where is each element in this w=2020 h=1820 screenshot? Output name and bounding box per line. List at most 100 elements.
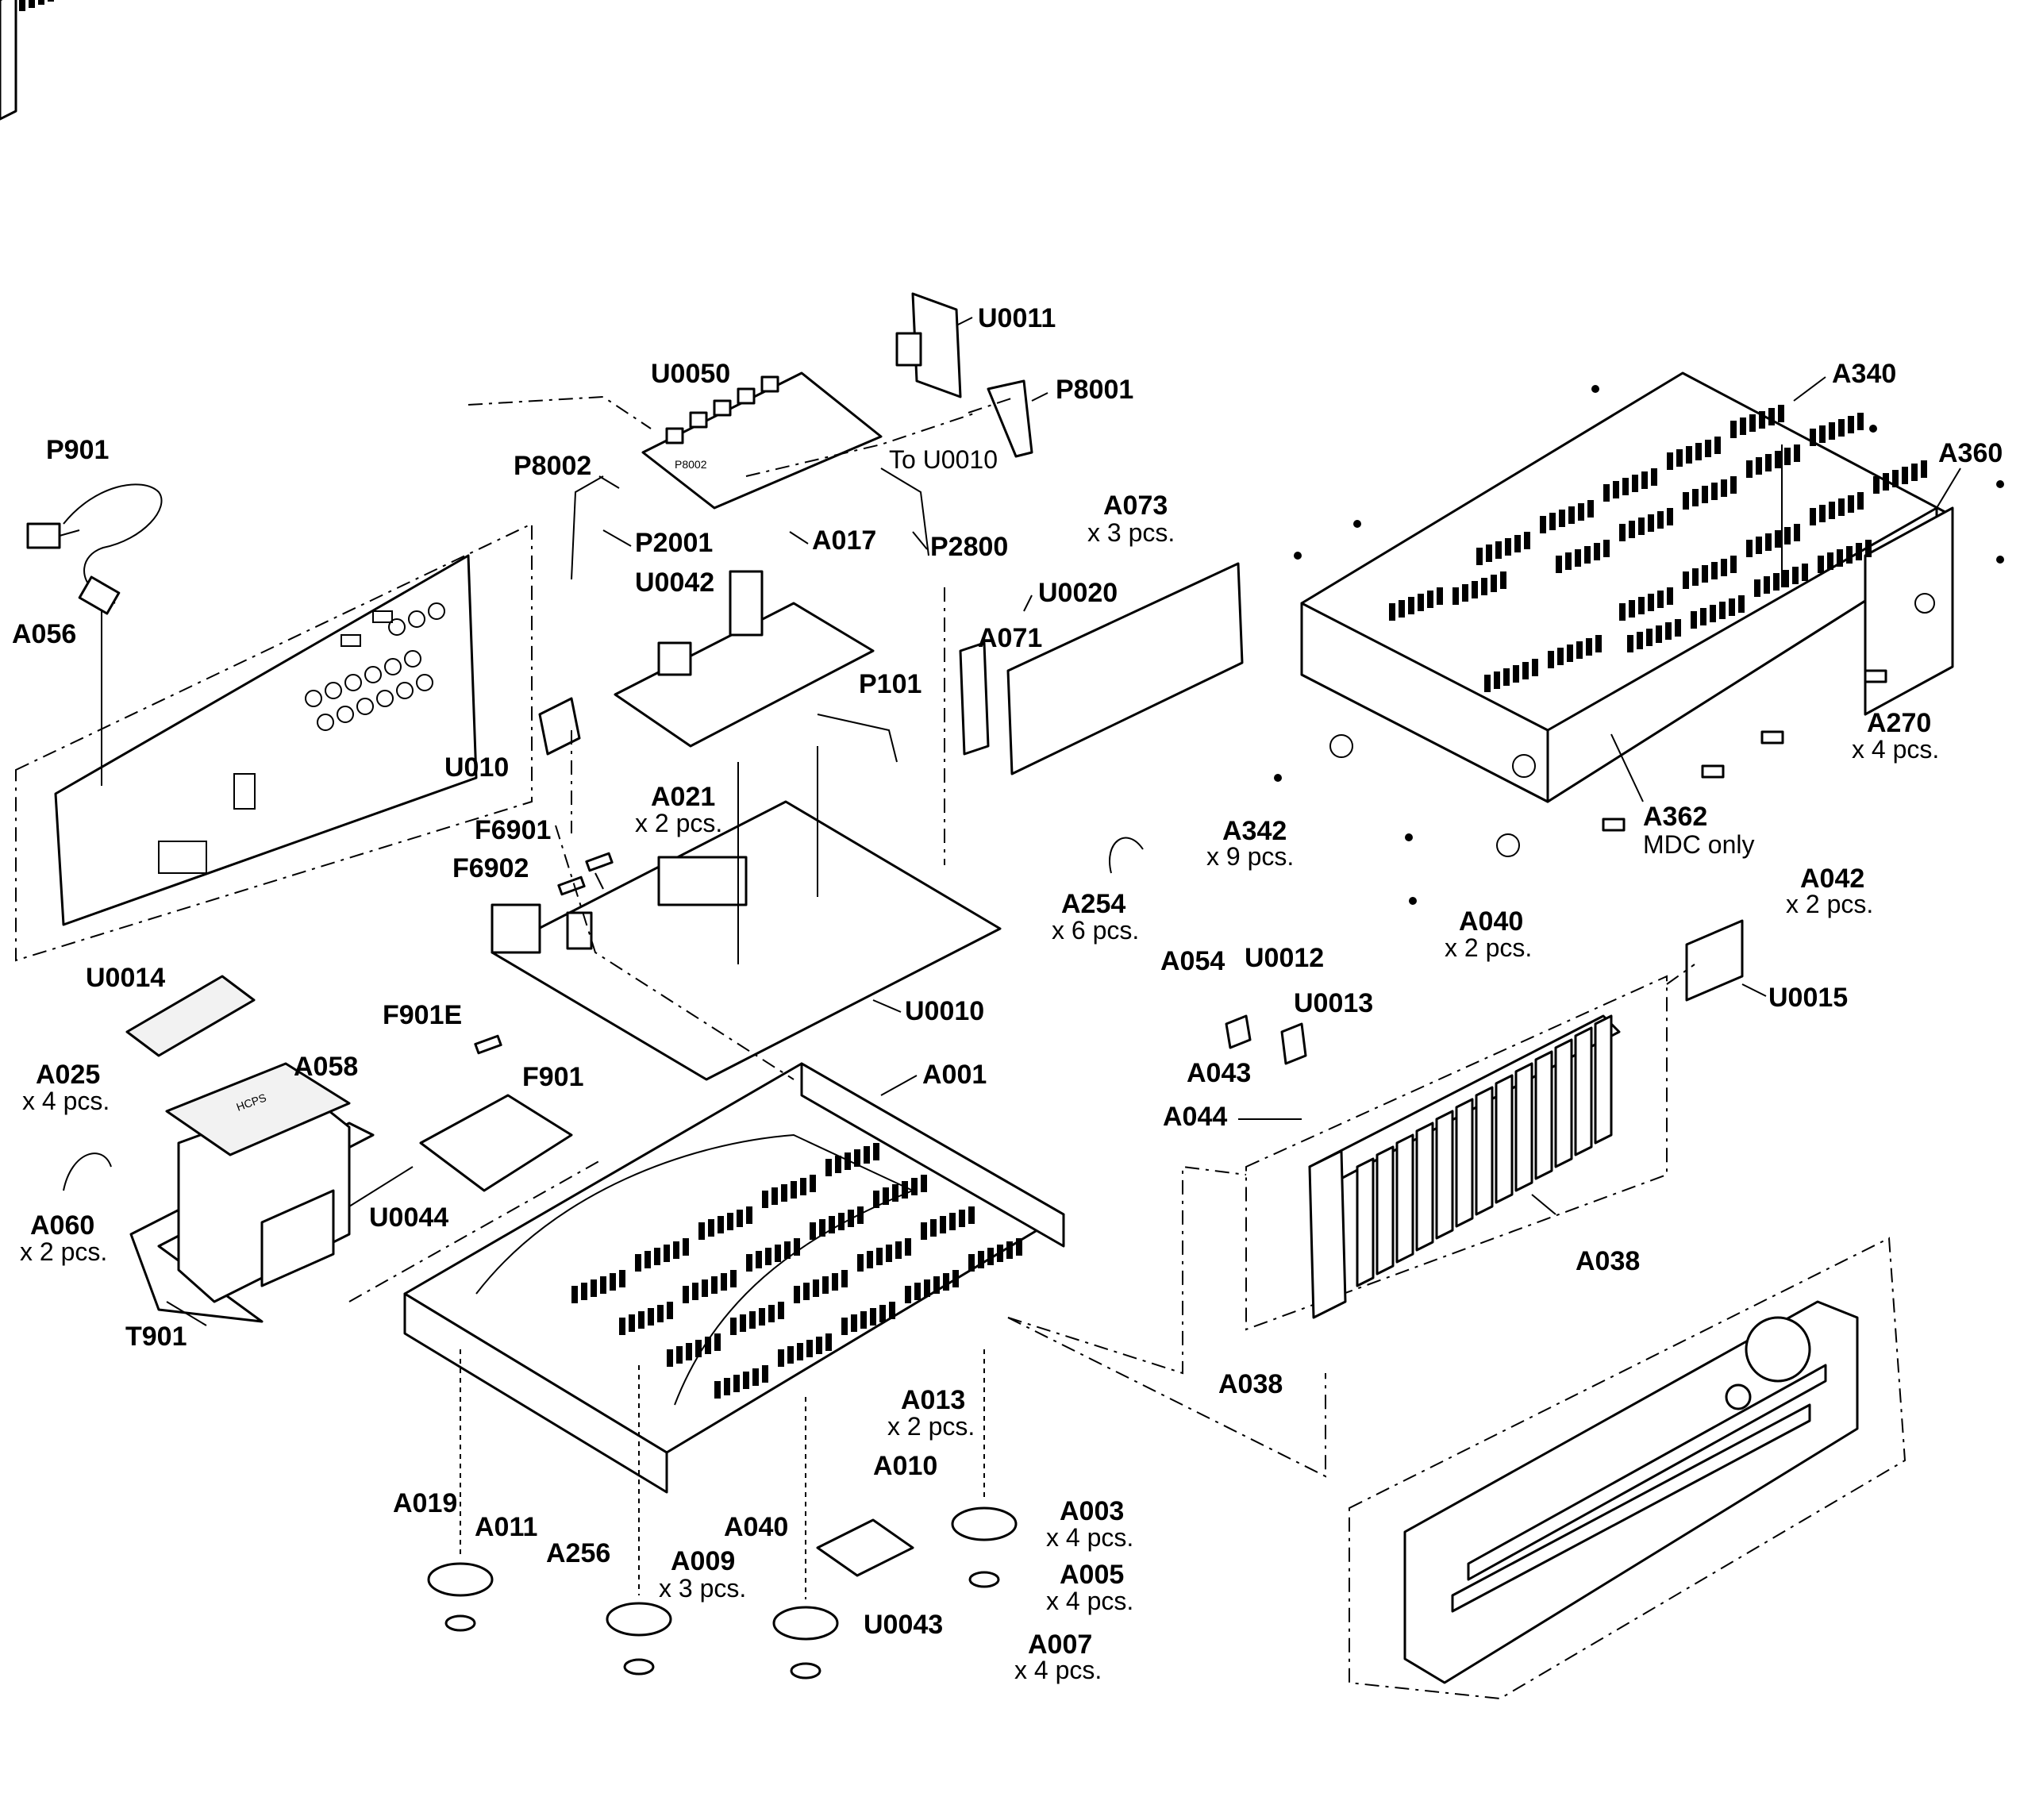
connector-u010: [538, 697, 581, 756]
label-a003-qty: x 4 pcs.: [1046, 1523, 1133, 1552]
label-u0042: U0042: [635, 568, 714, 598]
label-a007-qty: x 4 pcs.: [1014, 1656, 1102, 1684]
label-a060-qty: x 2 pcs.: [20, 1237, 107, 1266]
pcb-marking: P8002: [675, 458, 707, 471]
label-a038-right: A038: [1576, 1246, 1640, 1276]
label-u010: U010: [444, 752, 509, 783]
label-p901: P901: [46, 435, 109, 465]
label-u0012: U0012: [1245, 943, 1324, 973]
label-f901: F901: [522, 1062, 584, 1092]
label-a270: A270: [1867, 708, 1931, 738]
label-u0043: U0043: [864, 1610, 943, 1640]
label-a360: A360: [1938, 438, 2003, 468]
label-a073: A073: [1103, 491, 1168, 521]
board-u0050: P8002: [641, 371, 883, 510]
sheet-u0014: [125, 975, 256, 1057]
clip-a060: [63, 1152, 112, 1191]
label-a340: A340: [1832, 359, 1896, 389]
label-a071: A071: [978, 623, 1042, 653]
label-a362: A362: [1643, 802, 1707, 832]
label-u0010: U0010: [905, 996, 984, 1026]
label-a040-top-qty: x 2 pcs.: [1445, 933, 1532, 962]
label-a019: A019: [393, 1488, 457, 1518]
guide-lines: [348, 395, 1695, 1478]
label-u0013: U0013: [1294, 988, 1373, 1018]
cable-p2001: [571, 475, 604, 580]
label-a256: A256: [546, 1538, 610, 1568]
label-u0020: U0020: [1038, 578, 1118, 608]
label-a040-bottom: A040: [724, 1512, 788, 1542]
label-a013: A013: [901, 1385, 965, 1415]
board-u0044: [419, 1094, 573, 1192]
label-a009: A009: [671, 1546, 735, 1576]
label-a021: A021: [651, 782, 715, 812]
heatsink-assembly: [0, 0, 1744, 1331]
label-a042: A042: [1800, 864, 1864, 894]
callout-labels: U0011 U0050 P8001 To U0010 P901 P8002 P2…: [12, 303, 2003, 1684]
label-a010: A010: [873, 1451, 937, 1481]
label-a013-qty: x 2 pcs.: [887, 1412, 975, 1441]
label-a025-qty: x 4 pcs.: [22, 1087, 110, 1115]
main-board-u0010: [491, 746, 1002, 1081]
label-f6901: F6901: [475, 815, 551, 845]
label-a060: A060: [30, 1210, 94, 1241]
heatsink-fins: [0, 0, 1613, 1287]
label-f901e: F901E: [383, 1000, 462, 1030]
label-a054: A054: [1160, 946, 1225, 976]
label-a003: A003: [1060, 1496, 1124, 1526]
label-a011: A011: [475, 1512, 537, 1542]
power-cord-p901: [26, 483, 163, 786]
label-a005-qty: x 4 pcs.: [1046, 1587, 1133, 1615]
label-to-u0010: To U0010: [889, 445, 998, 474]
label-p101: P101: [859, 669, 922, 699]
label-a254-qty: x 6 pcs.: [1052, 916, 1139, 945]
label-a021-qty: x 2 pcs.: [635, 809, 722, 837]
label-a043: A043: [1187, 1058, 1251, 1088]
label-u0014: U0014: [86, 963, 165, 993]
label-u0044: U0044: [369, 1202, 448, 1233]
top-cover-a340: [0, 0, 2004, 905]
label-a009-qty: x 3 pcs.: [659, 1574, 746, 1603]
leader-lines: [166, 317, 1961, 1326]
rear-panel: [15, 522, 533, 962]
clip-a254: [1109, 837, 1144, 874]
fuses: [474, 852, 614, 1055]
board-u0011: [895, 292, 962, 398]
label-p8002: P8002: [514, 451, 591, 481]
label-a270-qty: x 4 pcs.: [1852, 735, 1939, 764]
label-f6902: F6902: [452, 853, 529, 883]
label-a342-qty: x 9 pcs.: [1206, 842, 1294, 871]
label-a254: A254: [1061, 889, 1125, 919]
label-a040-top: A040: [1459, 906, 1523, 937]
a270-pads: [1602, 669, 1887, 832]
label-a017: A017: [812, 525, 876, 556]
label-a342: A342: [1222, 816, 1287, 846]
label-a001: A001: [922, 1060, 987, 1090]
cable-p8001: [987, 379, 1033, 458]
label-a362-note: MDC only: [1643, 830, 1754, 859]
chassis-a001: [403, 1062, 1065, 1494]
label-u0011: U0011: [978, 303, 1056, 333]
label-a056: A056: [12, 619, 76, 649]
label-a042-qty: x 2 pcs.: [1786, 890, 1873, 918]
label-a073-qty: x 3 pcs.: [1087, 518, 1175, 547]
label-u0015: U0015: [1768, 983, 1848, 1013]
label-a058: A058: [294, 1052, 358, 1082]
cable-p2800: [880, 468, 929, 556]
label-a038-bottom: A038: [1218, 1369, 1283, 1399]
label-p2800: P2800: [930, 532, 1008, 562]
board-u0020: [959, 562, 1244, 775]
label-a005: A005: [1060, 1560, 1124, 1590]
label-a025: A025: [36, 1060, 100, 1090]
a342-screws: [1274, 385, 2004, 905]
label-a007: A007: [1028, 1630, 1092, 1660]
label-t901: T901: [125, 1322, 187, 1352]
label-a044: A044: [1163, 1102, 1227, 1132]
label-u0050: U0050: [651, 359, 730, 389]
feet-and-screws: [427, 1349, 1018, 1680]
label-p2001: P2001: [635, 528, 713, 558]
transformer-t901: HCPS: [129, 1062, 375, 1323]
front-panel: [1349, 1237, 1906, 1700]
board-u0042: [614, 570, 875, 748]
